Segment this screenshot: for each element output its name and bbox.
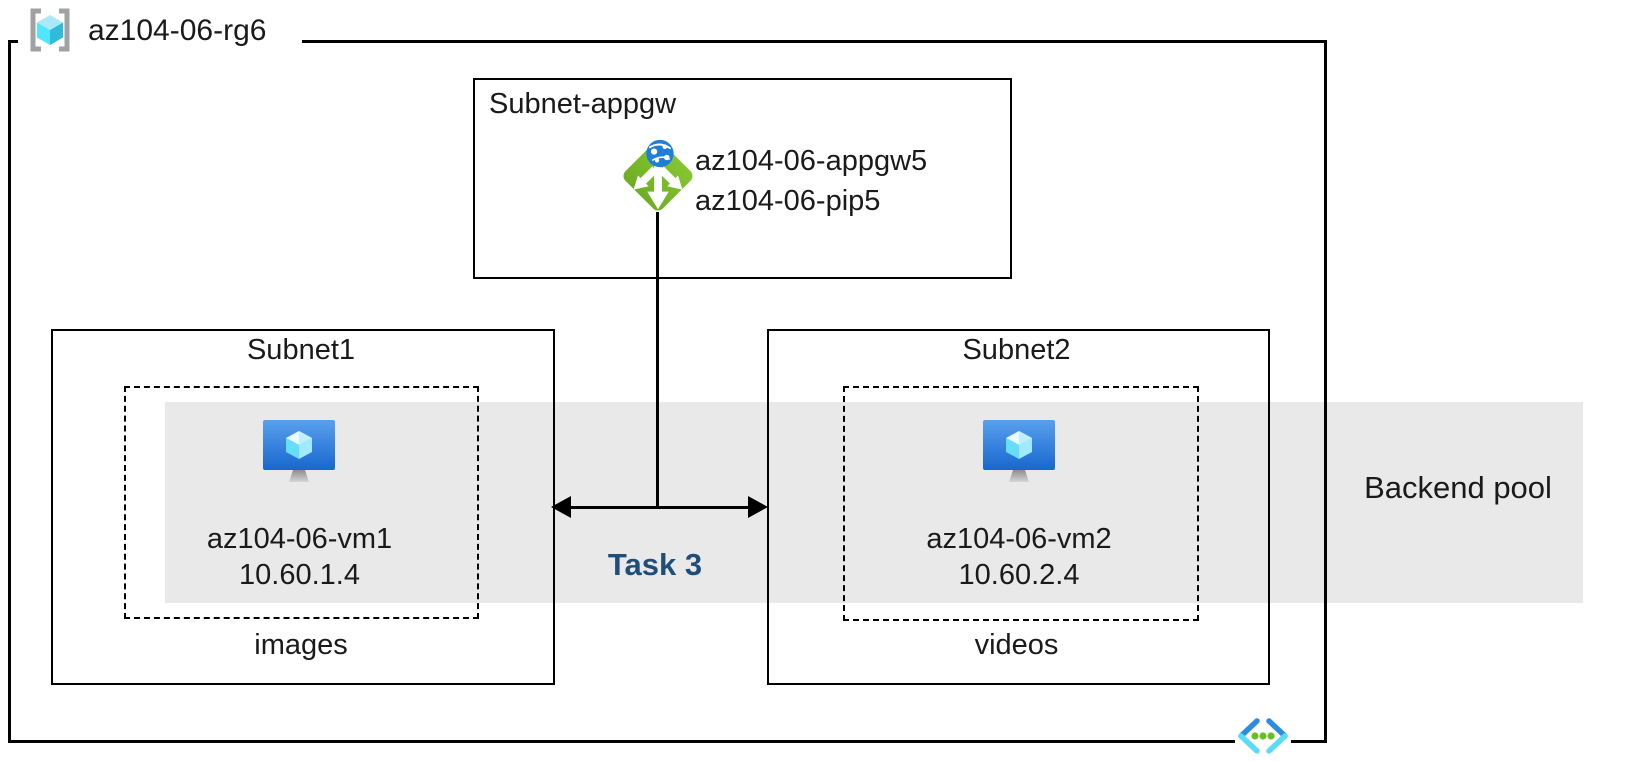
resource-group-box [8, 40, 1327, 743]
appgw-connector-line [656, 212, 659, 508]
arrowhead-right-icon [748, 496, 768, 518]
subnet2-vm-group [843, 386, 1199, 621]
public-ip-name: az104-06-pip5 [695, 185, 881, 217]
application-gateway-name: az104-06-appgw5 [695, 145, 928, 177]
vm2-name: az104-06-vm2 [926, 523, 1112, 555]
subnet1-vm-group [124, 386, 479, 619]
application-gateway-names: az104-06-appgw5 az104-06-pip5 [695, 141, 927, 221]
vm1-ip: 10.60.1.4 [239, 559, 360, 591]
vm1-caption: az104-06-vm1 10.60.1.4 [124, 521, 475, 593]
vm2-caption: az104-06-vm2 10.60.2.4 [843, 521, 1195, 593]
resource-group-icon [26, 6, 74, 59]
arrowhead-left-icon [551, 496, 571, 518]
backend-pool-band [165, 402, 1583, 603]
subnet-appgw-label: Subnet-appgw [489, 88, 677, 120]
resource-group-name: az104-06-rg6 [88, 14, 267, 47]
subnet1-label: Subnet1 [246, 334, 356, 366]
vm1-name: az104-06-vm1 [206, 523, 393, 555]
subnet1-app-label: images [254, 629, 348, 661]
task-label: Task 3 [607, 547, 703, 582]
vm2-ip: 10.60.2.4 [958, 559, 1080, 591]
backend-arrow-shaft [569, 506, 750, 509]
application-gateway-icon [618, 133, 698, 224]
subnet2-app-label: videos [974, 629, 1059, 661]
virtual-machine-icon [983, 420, 1055, 491]
backend-pool-label: Backend pool [1364, 470, 1552, 505]
subnet2-box [767, 329, 1270, 685]
subnet-appgw-box [473, 78, 1012, 279]
virtual-network-icon [1233, 716, 1293, 761]
subnet2-label: Subnet2 [962, 334, 1071, 366]
virtual-machine-icon [263, 420, 335, 491]
